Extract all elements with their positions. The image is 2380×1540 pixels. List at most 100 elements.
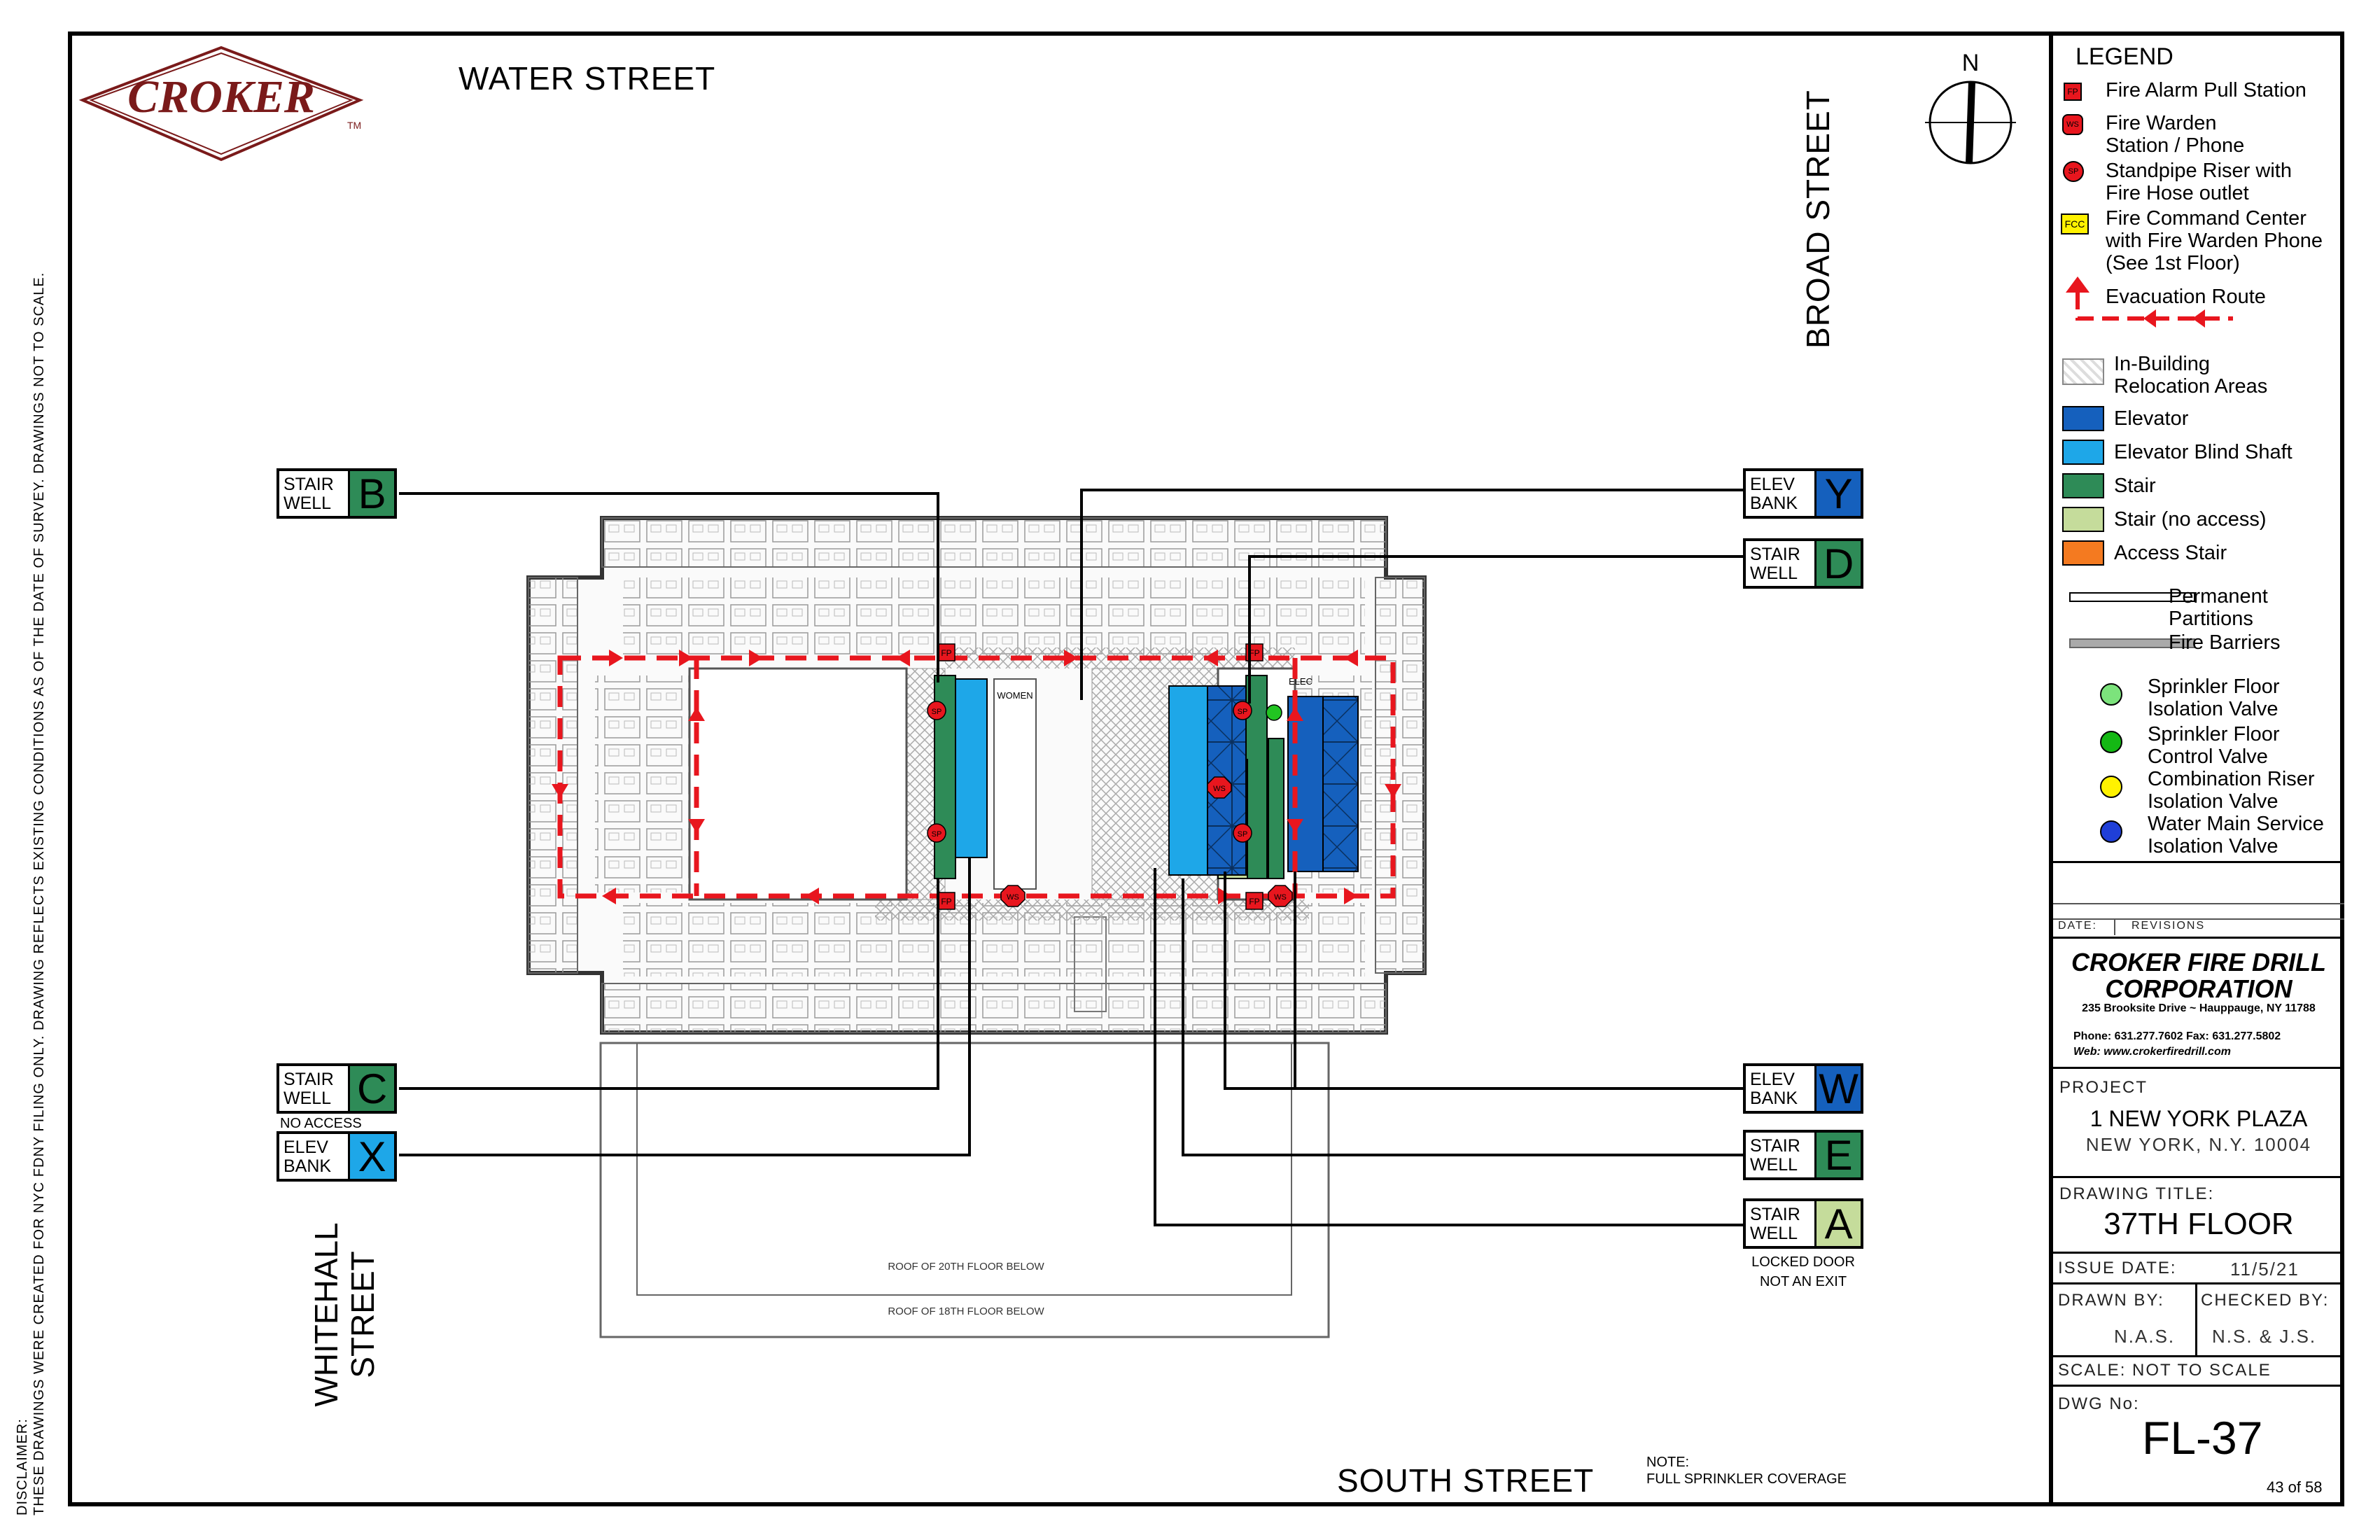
logo-text: CROKER [127,71,315,122]
checked-by: N.S. & J.S. [2212,1326,2317,1347]
tag-a-note-1: LOCKED DOOR [1751,1254,1855,1270]
floor-plan: ROOF OF 20TH FLOOR BELOW ROOF OF 18TH FL… [526,516,1427,1338]
legend-stair-no-access: Stair (no access) [2114,508,2267,531]
evacuation-route-icon [2066,276,2233,328]
svg-text:SP: SP [932,708,942,716]
elevator-bank-x2 [1168,685,1208,876]
issue-date-label: ISSUE DATE: [2058,1259,2177,1278]
svg-text:FP: FP [1249,897,1259,906]
street-south: SOUTH STREET [1337,1462,1595,1499]
evacuation-arrows [552,650,1401,904]
standpipe-risers: SP SP SP SP [927,701,1252,843]
tag-letter-e: E [1814,1132,1861,1179]
blind-shaft-swatch [2062,440,2104,465]
north-arrow: N [1925,50,2016,164]
sprinkler-note-heading: NOTE: [1646,1455,1690,1470]
revisions-label: REVISIONS [2132,920,2206,932]
stair-no-access-swatch [2062,507,2104,532]
logo-tm: TM [347,120,361,131]
legend-elevator: Elevator [2114,407,2189,430]
sprinkler-isolation-valve-icon [2100,683,2122,706]
project-city: NEW YORK, N.Y. 10004 [2085,1134,2312,1155]
dwg-no-label: DWG No: [2058,1394,2140,1413]
north-label: N [1962,50,1980,76]
sprinkler-note-text: FULL SPRINKLER COVERAGE [1646,1471,1847,1487]
fire-barrier-swatch [2069,638,2195,648]
legend-stair: Stair [2114,475,2156,497]
sheet-number: 43 of 58 [2267,1478,2323,1496]
scale-label: SCALE: [2058,1361,2127,1380]
legend-fire-alarm: Fire Alarm Pull Station [2106,79,2306,102]
drawing-frame [68,31,2344,1506]
company-phone: Phone: 631.277.7602 Fax: 631.277.5802 [2073,1030,2281,1042]
svg-text:WS: WS [1274,893,1287,902]
svg-text:FP: FP [1249,648,1259,658]
issue-date: 11/5/21 [2230,1259,2300,1280]
drawn-by: N.A.S. [2114,1326,2176,1347]
tag-letter-b: B [348,470,394,517]
sprinkler-control-valve-icon [1266,704,1282,721]
svg-text:FP: FP [941,648,951,658]
svg-text:WS: WS [1213,785,1226,793]
tag-letter-y: Y [1814,470,1861,517]
roof-18-label: ROOF OF 18TH FLOOR BELOW [888,1306,1044,1317]
tag-letter-w: W [1814,1065,1861,1112]
water-main-valve-icon [2100,820,2122,843]
scale-value: NOT TO SCALE [2132,1361,2272,1380]
fire-warden-stations: WS WS WS [1000,776,1293,907]
dwg-no: FL-37 [2142,1412,2263,1464]
elevator-swatch [2062,406,2104,431]
fire-warden-icon: WS [2062,114,2083,135]
combination-riser-valve-icon [2100,776,2122,798]
svg-text:SP: SP [1238,830,1248,839]
tag-letter-c: C [348,1065,394,1112]
tag-letter-d: D [1814,540,1861,587]
legend-fire-barriers: Fire Barriers [2169,631,2281,654]
svg-text:SP: SP [1238,708,1248,716]
stair-d [1268,738,1284,879]
drawing-title: 37TH FLOOR [2104,1207,2294,1241]
tag-a-note-2: NOT AN EXIT [1759,1274,1847,1289]
women-label: WOMEN [997,690,1032,701]
project-label: PROJECT [2059,1078,2148,1097]
company-address: 235 Brooksite Drive ~ Hauppauge, NY 1178… [2082,1002,2316,1014]
croker-logo: CROKER TM [78,46,364,162]
legend-blind-shaft: Elevator Blind Shaft [2114,441,2292,463]
tag-letter-x: X [348,1133,394,1180]
svg-text:FP: FP [941,897,951,906]
legend-evacuation: Evacuation Route [2106,286,2266,308]
checked-by-label: CHECKED BY: [2201,1291,2330,1310]
svg-text:SP: SP [932,830,942,839]
drawing-title-label: DRAWING TITLE: [2059,1184,2215,1203]
legend-title: LEGEND [2076,43,2174,70]
roof-outlines: ROOF OF 20TH FLOOR BELOW ROOF OF 18TH FL… [599,1042,1330,1338]
evacuation-route [557,655,1396,899]
stair-swatch [2062,473,2104,498]
street-north: WATER STREET [458,60,716,97]
fire-command-center-icon: FCC [2061,214,2089,234]
date-label: DATE: [2058,920,2097,932]
tag-letter-a: A [1814,1200,1861,1247]
elevator-bank-x [955,678,988,858]
access-stair-swatch [2062,540,2104,566]
drawn-by-label: DRAWN BY: [2058,1291,2164,1310]
legend-access-stair: Access Stair [2114,542,2227,564]
